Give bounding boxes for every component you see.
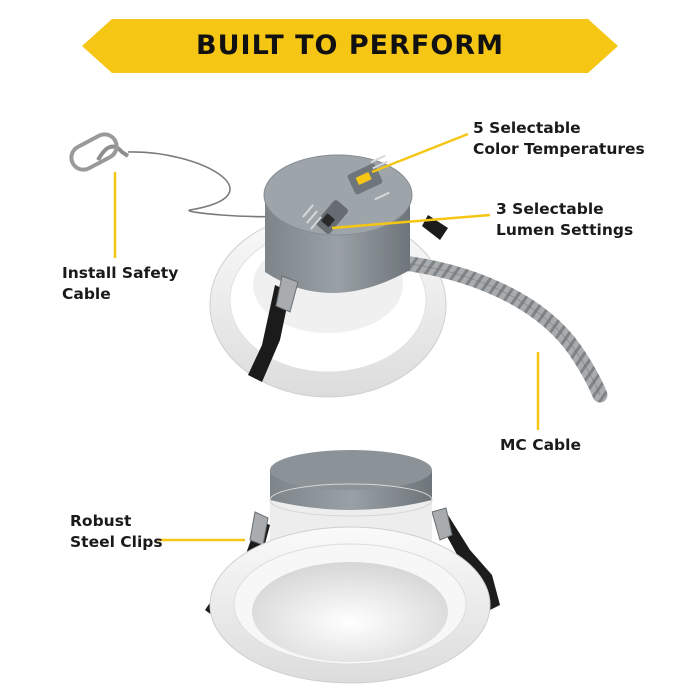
banner-title: BUILT TO PERFORM	[196, 30, 504, 61]
callout-lumen-settings: 3 Selectable Lumen Settings	[496, 199, 633, 241]
callout-lines	[113, 132, 540, 542]
callout-safety-cable-line1: Install Safety	[62, 264, 179, 282]
callout-steel-clips-line1: Robust	[70, 512, 132, 530]
callout-lumen-settings-line2: Lumen Settings	[496, 221, 634, 239]
callout-lumen-settings-line1: 3 Selectable	[496, 200, 604, 218]
callout-steel-clips-line2: Steel Clips	[70, 533, 163, 551]
callout-steel-clips: Robust Steel Clips	[70, 511, 163, 553]
callout-color-temperatures-line1: 5 Selectable	[473, 119, 581, 137]
callout-safety-cable: Install Safety Cable	[62, 263, 178, 305]
safety-cable	[69, 132, 306, 218]
callout-mc-cable: MC Cable	[500, 435, 581, 456]
bottom-fixture	[205, 450, 500, 684]
junction-box	[263, 154, 413, 294]
header-banner	[82, 19, 618, 73]
callout-mc-cable-line1: MC Cable	[500, 436, 581, 454]
callout-color-temperatures-line2: Color Temperatures	[473, 140, 645, 158]
callout-safety-cable-line2: Cable	[62, 285, 111, 303]
callout-color-temperatures: 5 Selectable Color Temperatures	[473, 118, 645, 160]
